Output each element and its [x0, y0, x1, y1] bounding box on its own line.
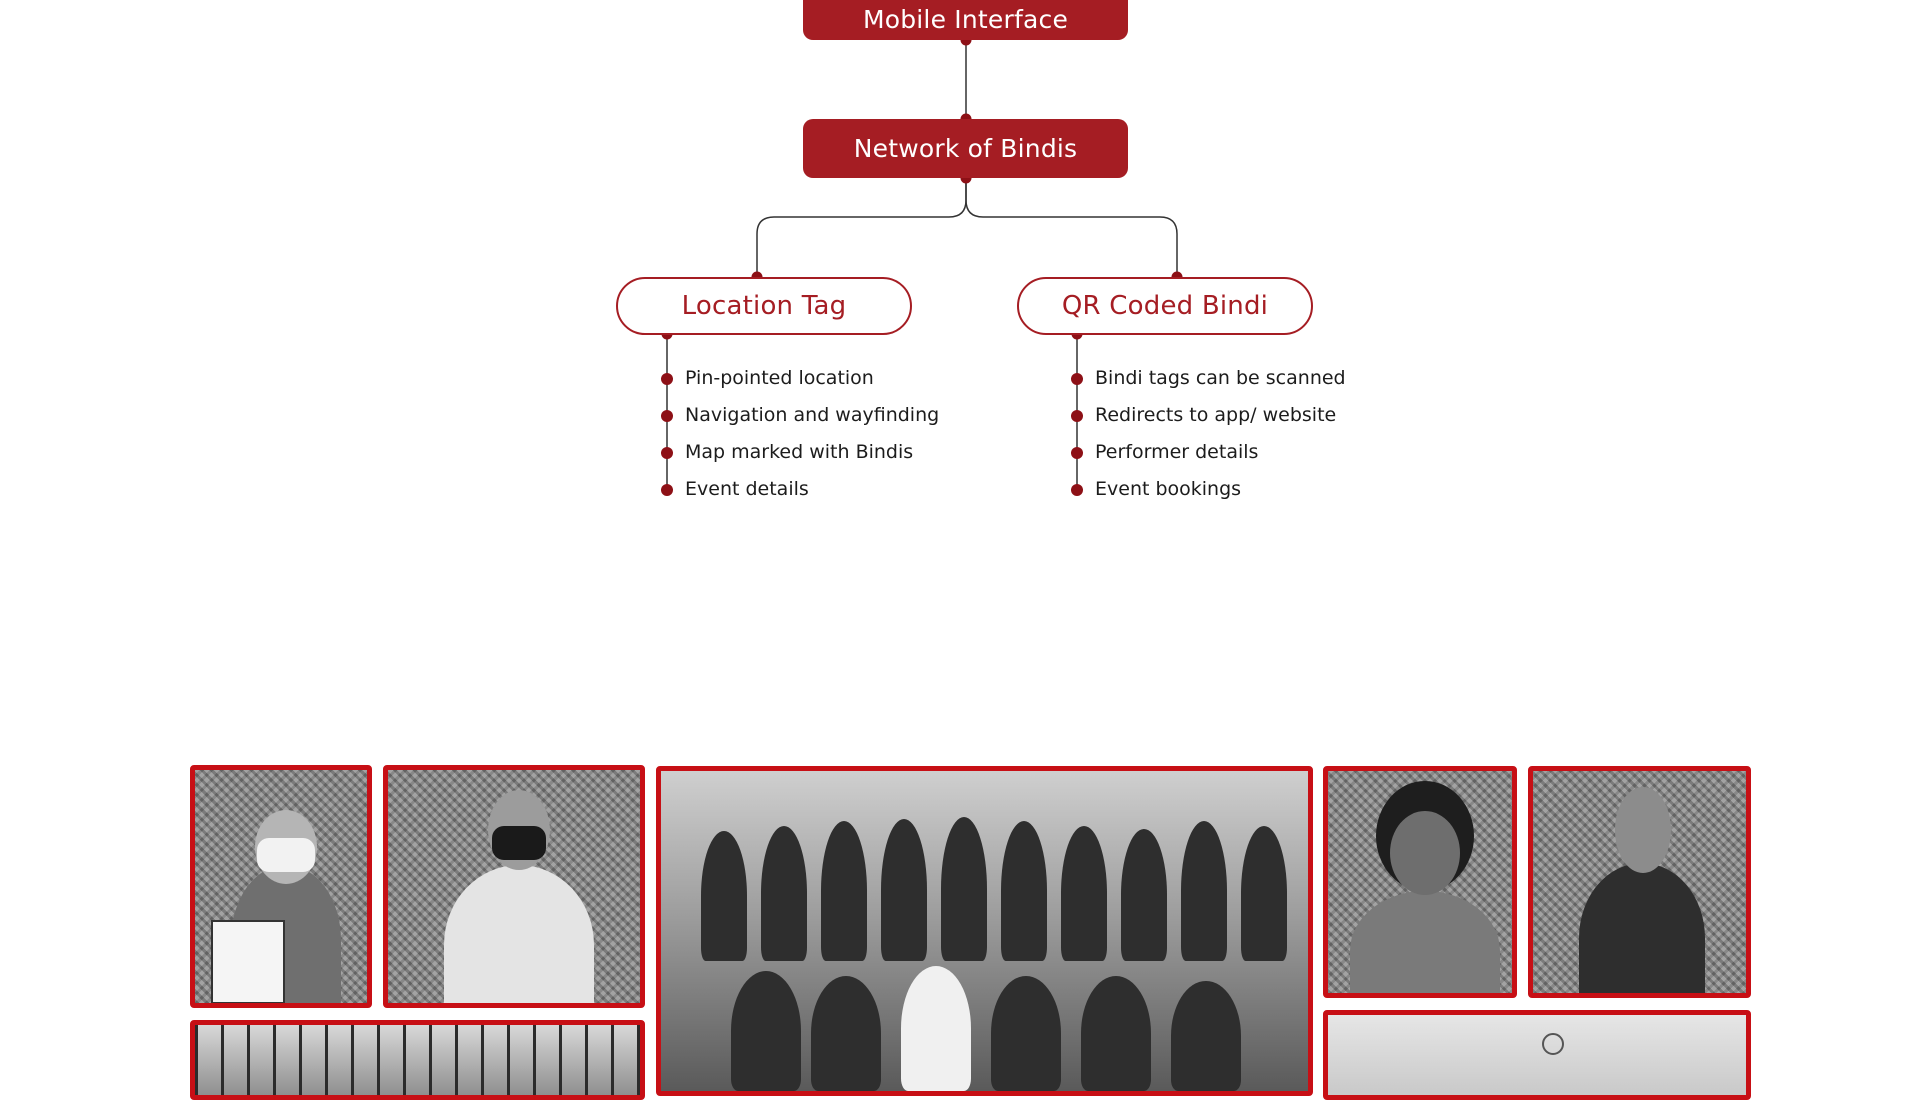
photo-masked-person-with-drawing	[190, 765, 372, 1008]
photo-dance-group	[656, 766, 1313, 1096]
bullet-dot-icon	[661, 447, 673, 459]
list-item: Map marked with Bindis	[685, 434, 939, 471]
diagram-connectors	[0, 0, 1920, 560]
connector-hub-to-location-tag	[757, 178, 966, 277]
bullet-dot-icon	[661, 410, 673, 422]
list-item: Pin-pointed location	[685, 360, 939, 397]
bindi-network-diagram: Mobile Interface Network of Bindis Locat…	[0, 0, 1920, 560]
list-item: Navigation and wayfinding	[685, 397, 939, 434]
mobile-interface-node: Mobile Interface	[803, 0, 1128, 40]
bullet-dot-icon	[1071, 447, 1083, 459]
list-item-text: Navigation and wayfinding	[685, 404, 939, 426]
list-item-text: Event bookings	[1095, 478, 1241, 500]
qr-coded-bindi-node: QR Coded Bindi	[1017, 277, 1313, 335]
list-item: Event bookings	[1095, 471, 1346, 508]
bullet-dot-icon	[661, 373, 673, 385]
list-item-text: Performer details	[1095, 441, 1258, 463]
connector-hub-to-qr-bindi	[966, 178, 1177, 277]
list-item: Redirects to app/ website	[1095, 397, 1346, 434]
list-item-text: Event details	[685, 478, 809, 500]
mobile-interface-label: Mobile Interface	[863, 5, 1068, 34]
qr-coded-bindi-features: Bindi tags can be scanned Redirects to a…	[1095, 360, 1346, 508]
list-item-text: Redirects to app/ website	[1095, 404, 1336, 426]
list-item-text: Bindi tags can be scanned	[1095, 367, 1346, 389]
network-of-bindis-node: Network of Bindis	[803, 119, 1128, 178]
bullet-dot-icon	[661, 484, 673, 496]
list-item: Performer details	[1095, 434, 1346, 471]
location-tag-node: Location Tag	[616, 277, 912, 335]
photo-person-black-mask-arms-raised	[383, 765, 645, 1008]
network-of-bindis-label: Network of Bindis	[854, 134, 1078, 163]
location-tag-features: Pin-pointed location Navigation and wayf…	[685, 360, 939, 508]
photo-curly-hair-person-speaking	[1323, 766, 1517, 998]
list-item-text: Map marked with Bindis	[685, 441, 913, 463]
bullet-dot-icon	[1071, 373, 1083, 385]
list-item-text: Pin-pointed location	[685, 367, 874, 389]
list-item: Event details	[685, 471, 939, 508]
bullet-dot-icon	[1071, 484, 1083, 496]
qr-coded-bindi-label: QR Coded Bindi	[1062, 291, 1268, 321]
list-item: Bindi tags can be scanned	[1095, 360, 1346, 397]
photo-indoor-room	[1323, 1010, 1751, 1100]
photo-long-hair-person-speaking	[1528, 766, 1751, 998]
location-tag-label: Location Tag	[682, 291, 847, 321]
bullet-dot-icon	[1071, 410, 1083, 422]
photo-person-at-railing	[190, 1020, 645, 1100]
